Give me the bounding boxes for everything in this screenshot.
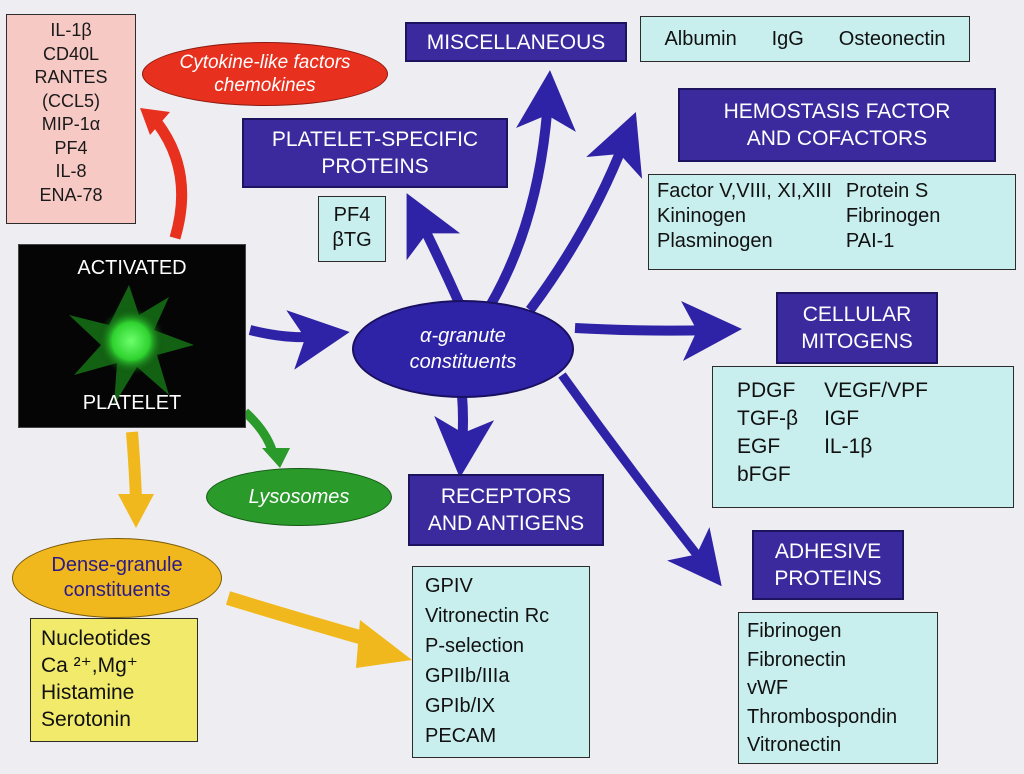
adhesive-list-box: Fibrinogen Fibronectin vWF Thrombospondi… bbox=[738, 612, 938, 764]
cytokine-list: IL-1β CD40L RANTES (CCL5) MIP-1α PF4 IL-… bbox=[7, 19, 135, 207]
misc-item: IgG bbox=[771, 27, 804, 50]
dense-granule-ellipse: Dense-granule constituents bbox=[12, 538, 222, 618]
list-item: Kininogen bbox=[657, 205, 746, 227]
list-item: PECAM bbox=[425, 725, 497, 747]
receptors-list-box: GPIV Vitronectin Rc P-selection GPIIb/II… bbox=[412, 566, 590, 758]
list-item: vWF bbox=[747, 677, 789, 699]
list-item: PF4 bbox=[333, 204, 371, 226]
arrow-dense-to-receptors bbox=[225, 591, 372, 647]
receptors-line-1: RECEPTORS bbox=[440, 485, 572, 508]
list-item: Vitronectin Rc bbox=[425, 605, 550, 627]
list-item: PDGF bbox=[737, 379, 796, 402]
platelet-specific-line-2: PROTEINS bbox=[321, 155, 429, 178]
adhesive-header: ADHESIVE PROTEINS bbox=[752, 530, 904, 600]
list-item: CD40L bbox=[42, 43, 100, 64]
hemostasis-line-2: AND COFACTORS bbox=[746, 127, 928, 150]
mitogens-line-2: MITOGENS bbox=[801, 330, 913, 353]
mitogens-header: CELLULAR MITOGENS bbox=[776, 292, 938, 364]
arrowhead-dense bbox=[118, 494, 154, 528]
platelet-specific-list-box: PF4 βTG bbox=[318, 196, 386, 262]
alpha-line-2: constituents bbox=[409, 351, 517, 373]
dense-list-box: Nucleotides Ca ²⁺,Mg⁺ Histamine Serotoni… bbox=[30, 618, 198, 742]
list-item: βTG bbox=[332, 229, 372, 251]
list-item: IGF bbox=[824, 407, 860, 430]
platelet-bottom-label: PLATELET bbox=[82, 392, 182, 414]
list-item: EGF bbox=[737, 435, 781, 458]
list-item: IL-8 bbox=[55, 161, 87, 181]
list-item: MIP-1α bbox=[41, 114, 101, 134]
list-item: GPIb/IX bbox=[425, 695, 496, 717]
alpha-line-1: α-granute bbox=[420, 325, 506, 347]
misc-item: Albumin bbox=[664, 27, 737, 50]
cytokine-ellipse: Cytokine-like factors chemokines bbox=[142, 42, 388, 106]
list-item: Protein S bbox=[845, 180, 929, 202]
list-item: Plasminogen bbox=[657, 230, 773, 252]
list-item: (CCL5) bbox=[41, 90, 100, 111]
list-item: P-selection bbox=[425, 635, 524, 657]
list-item: Factor V,VIII, XI,XIII bbox=[657, 180, 832, 202]
activated-platelet-image: ACTIVATED PLATELET bbox=[18, 244, 246, 428]
arrowhead-receptors bbox=[356, 620, 412, 668]
list-item: RANTES bbox=[34, 67, 108, 87]
adhesive-line-1: ADHESIVE bbox=[774, 540, 882, 563]
list-item: Thrombospondin bbox=[747, 705, 898, 728]
platelet-top-label: ACTIVATED bbox=[77, 257, 187, 279]
list-item: GPIV bbox=[425, 575, 473, 597]
misc-list-box: Albumin IgG Osteonectin bbox=[640, 16, 970, 62]
list-item: Fibronectin bbox=[747, 648, 846, 671]
list-item: IL-1β bbox=[824, 435, 873, 458]
cytokine-line-2: chemokines bbox=[214, 75, 316, 96]
dense-line-1: Dense-granule bbox=[51, 554, 183, 576]
list-item: IL-1β bbox=[50, 20, 92, 40]
list-item: VEGF/VPF bbox=[824, 379, 928, 402]
arrow-platelet-to-alpha bbox=[248, 310, 350, 370]
arrowhead-cytokine bbox=[140, 108, 170, 135]
receptors-header: RECEPTORS AND ANTIGENS bbox=[408, 474, 604, 546]
list-item: Serotonin bbox=[41, 708, 131, 731]
hemostasis-list-box: Factor V,VIII, XI,XIII Kininogen Plasmin… bbox=[648, 174, 1016, 270]
lysosomes-ellipse: Lysosomes bbox=[206, 468, 392, 526]
misc-header: MISCELLANEOUS bbox=[405, 22, 627, 62]
list-item: GPIIb/IIIa bbox=[425, 665, 510, 687]
list-item: Nucleotides bbox=[41, 627, 151, 650]
list-item: TGF-β bbox=[737, 407, 799, 430]
mitogens-line-1: CELLULAR bbox=[802, 303, 912, 326]
list-item: Vitronectin bbox=[747, 734, 842, 756]
hemostasis-header: HEMOSTASIS FACTOR AND COFACTORS bbox=[678, 88, 996, 162]
receptors-line-2: AND ANTIGENS bbox=[427, 512, 585, 535]
platelet-specific-header: PLATELET-SPECIFIC PROTEINS bbox=[242, 118, 508, 188]
misc-item: Osteonectin bbox=[838, 27, 946, 50]
arrow-alpha-to-misc bbox=[485, 70, 576, 309]
arrow-platelet-to-lysosomes bbox=[241, 408, 277, 452]
arrowhead-lysosomes bbox=[262, 448, 290, 468]
adhesive-line-2: PROTEINS bbox=[774, 567, 882, 590]
arrow-alpha-to-adhesive bbox=[558, 372, 722, 587]
mitogens-list-box: PDGF TGF-β EGF bFGF VEGF/VPF IGF IL-1β bbox=[712, 366, 1014, 508]
list-item: ENA-78 bbox=[39, 184, 103, 205]
list-item: Histamine bbox=[41, 681, 135, 704]
cytokine-line-1: Cytokine-like factors bbox=[179, 52, 351, 73]
list-item: bFGF bbox=[737, 463, 791, 486]
list-item: PAI-1 bbox=[845, 230, 895, 252]
arrow-platelet-to-dense bbox=[126, 431, 142, 501]
list-item: Fibrinogen bbox=[845, 205, 941, 227]
arrow-platelet-to-cytokine bbox=[150, 116, 188, 240]
dense-line-2: constituents bbox=[63, 579, 171, 601]
list-item: PF4 bbox=[54, 137, 88, 158]
arrow-alpha-to-hemostasis bbox=[525, 112, 643, 313]
arrow-alpha-to-receptors bbox=[434, 394, 495, 478]
platelet-specific-line-1: PLATELET-SPECIFIC bbox=[271, 128, 479, 151]
cytokine-list-box: IL-1β CD40L RANTES (CCL5) MIP-1α PF4 IL-… bbox=[6, 14, 136, 224]
alpha-granule-ellipse: α-granute constituents bbox=[352, 300, 574, 398]
arrow-alpha-to-mitogens bbox=[574, 300, 742, 361]
arrow-alpha-to-platelet-specific bbox=[406, 193, 465, 308]
hemostasis-line-1: HEMOSTASIS FACTOR bbox=[723, 100, 951, 123]
list-item: Ca ²⁺,Mg⁺ bbox=[41, 654, 138, 677]
platelet-glow-icon bbox=[69, 285, 194, 405]
list-item: Fibrinogen bbox=[747, 620, 842, 642]
